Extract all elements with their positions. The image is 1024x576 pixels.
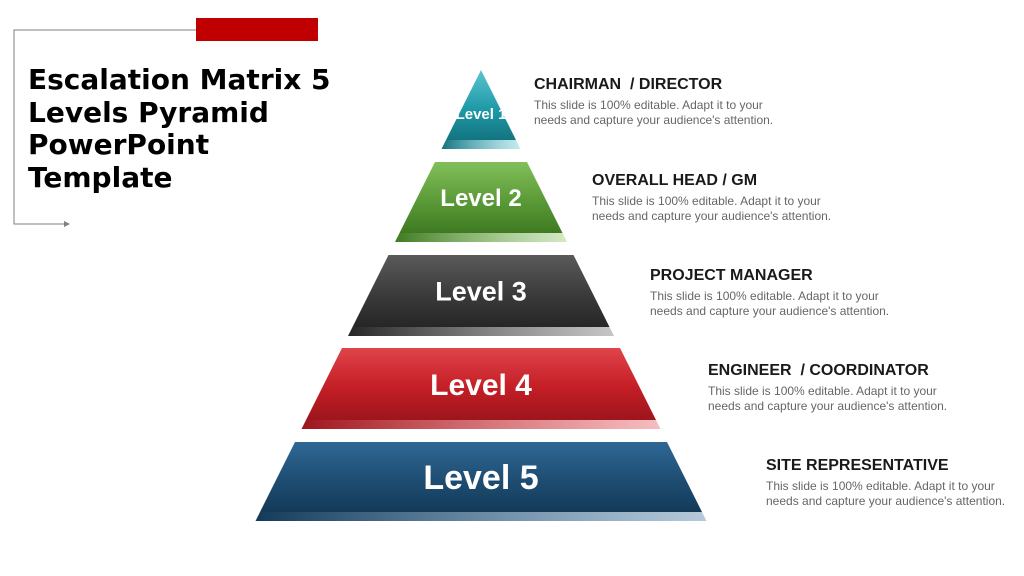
level-5-description: SITE REPRESENTATIVE This slide is 100% e… [766, 457, 1024, 509]
level-3-tier [352, 255, 610, 327]
level-3-body: This slide is 100% editable. Adapt it to… [650, 289, 890, 318]
level-5-heading: SITE REPRESENTATIVE [766, 457, 949, 474]
level-4-description: ENGINEER / COORDINATOR This slide is 100… [708, 362, 966, 414]
level-2-label: Level 2 [440, 185, 521, 212]
level-5-label: Level 5 [423, 459, 538, 497]
level-1-tier [446, 70, 516, 140]
level-5-base [255, 512, 707, 521]
level-4-body: This slide is 100% editable. Adapt it to… [708, 384, 948, 413]
level-4-heading: ENGINEER / COORDINATOR [708, 362, 929, 379]
title-bracket [13, 29, 196, 227]
level-2-tier [399, 162, 563, 233]
level-2-base [395, 233, 567, 242]
level-5-tier [260, 442, 702, 512]
level-3-heading: PROJECT MANAGER [650, 267, 813, 284]
slide-title: Escalation Matrix 5 Levels Pyramid Power… [28, 63, 331, 194]
level-1-description: CHAIRMAN / DIRECTOR This slide is 100% e… [534, 76, 792, 128]
level-1-heading: CHAIRMAN / DIRECTOR [534, 76, 723, 93]
level-4-label: Level 4 [430, 369, 532, 402]
level-5-body: This slide is 100% editable. Adapt it to… [766, 479, 1006, 508]
level-3-base [348, 327, 614, 336]
level-3-description: PROJECT MANAGER This slide is 100% edita… [650, 267, 908, 319]
pyramid-level-1: Level 1 [441, 70, 521, 149]
pyramid-level-2: Level 2 [395, 162, 567, 242]
pyramid-level-4: Level 4 [301, 348, 661, 429]
accent-bar [196, 18, 318, 41]
level-4-base [301, 420, 661, 429]
level-1-body: This slide is 100% editable. Adapt it to… [534, 98, 774, 127]
level-1-base [441, 140, 521, 149]
level-2-body: This slide is 100% editable. Adapt it to… [592, 194, 832, 223]
level-3-label: Level 3 [435, 277, 527, 307]
level-1-label: Level 1 [456, 106, 507, 123]
pyramid-level-3: Level 3 [348, 255, 614, 336]
level-2-description: OVERALL HEAD / GM This slide is 100% edi… [592, 172, 850, 224]
level-2-heading: OVERALL HEAD / GM [592, 172, 758, 189]
pyramid-level-5: Level 5 [255, 442, 707, 521]
level-4-tier [306, 348, 656, 420]
